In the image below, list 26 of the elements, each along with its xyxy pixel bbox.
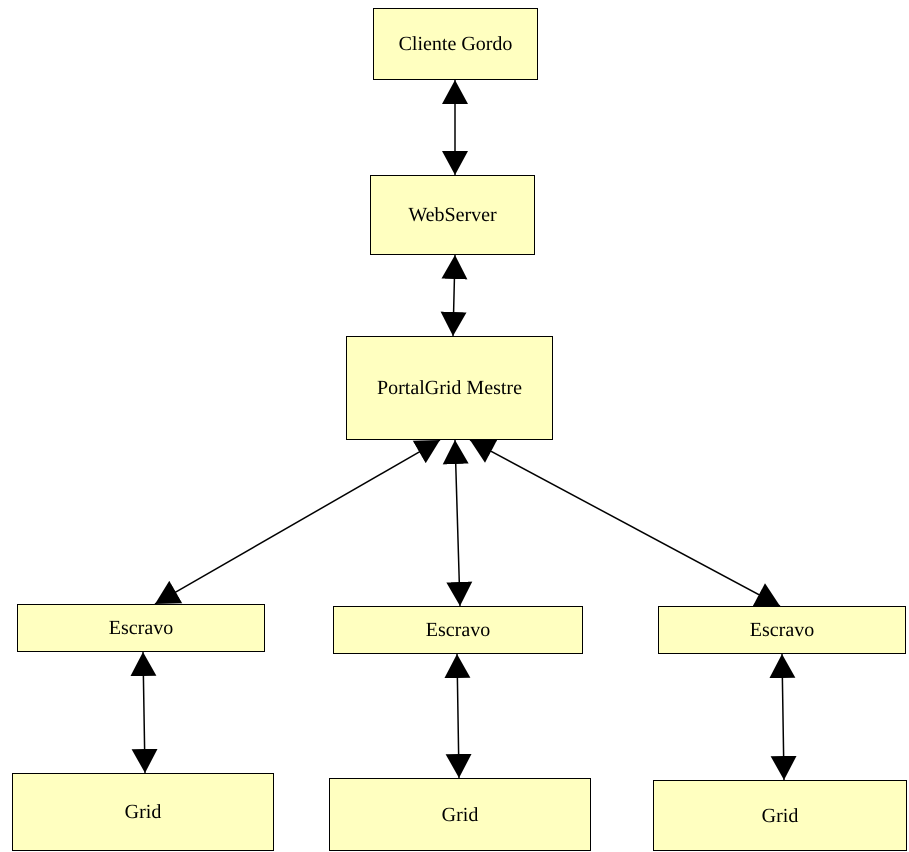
process-box (653, 780, 907, 851)
process-box (17, 604, 265, 652)
double-arrow (769, 654, 797, 780)
double-arrow (444, 654, 472, 778)
double-arrow (442, 80, 468, 175)
process-box (12, 773, 274, 851)
box-label: Escravo (424, 618, 492, 643)
box-label: Grid (760, 804, 800, 828)
double-arrow (440, 254, 468, 336)
box-label: Escravo (748, 618, 816, 643)
double-arrow (154, 439, 440, 605)
box-label: Escravo (108, 616, 174, 641)
process-box (373, 8, 538, 80)
process-box (333, 606, 583, 654)
double-arrow (470, 439, 780, 607)
process-box (370, 175, 535, 255)
box-label: WebServer (407, 203, 498, 228)
process-box (346, 336, 553, 440)
box-label: Cliente Gordo (398, 32, 514, 57)
box-label: Grid (440, 802, 480, 828)
box-label: PortalGrid Mestre (376, 376, 523, 401)
double-arrow (442, 440, 472, 606)
process-box (658, 606, 906, 654)
double-arrow (130, 652, 158, 774)
box-label: Grid (124, 800, 162, 825)
process-box (329, 778, 591, 851)
